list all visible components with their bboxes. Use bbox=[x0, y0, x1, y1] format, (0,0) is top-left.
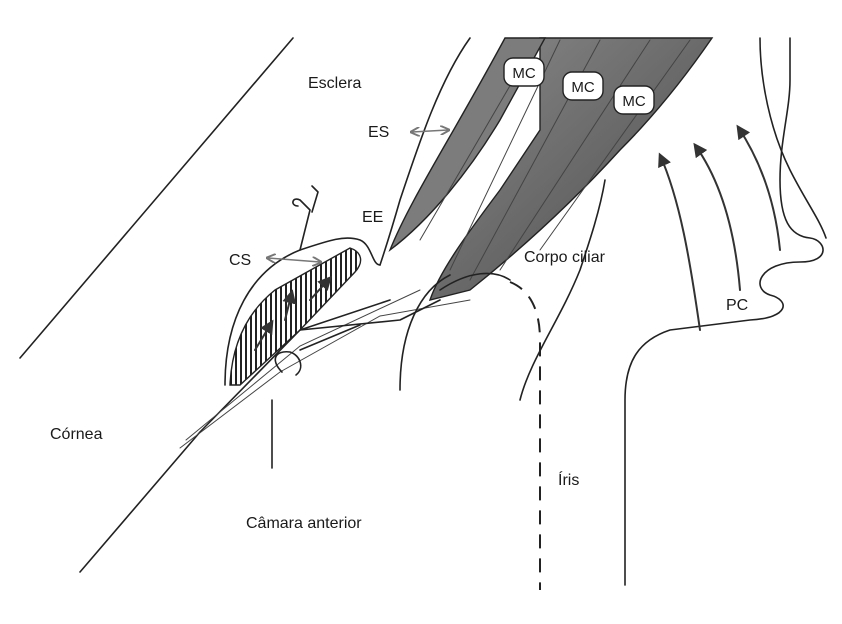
es-arrow bbox=[412, 130, 448, 132]
cs-arrow bbox=[268, 258, 320, 262]
label-corpo-ciliar: Corpo ciliar bbox=[524, 249, 606, 266]
ciliary-muscle-upper bbox=[388, 37, 547, 253]
ciliary-processes bbox=[624, 37, 824, 586]
label-esclera: Esclera bbox=[308, 75, 361, 92]
ciliary-body-outline bbox=[439, 272, 511, 291]
mc-badge-1: MC bbox=[503, 57, 545, 87]
label-cornea: Córnea bbox=[50, 426, 103, 443]
label-iris: Íris bbox=[558, 470, 579, 489]
label-pc: PC bbox=[726, 297, 748, 314]
collector-channel bbox=[224, 237, 381, 386]
label-camara-anterior: Câmara anterior bbox=[246, 515, 362, 532]
mc-badge-2: MC bbox=[562, 71, 604, 101]
label-es: ES bbox=[368, 124, 389, 141]
mc-badge-3: MC bbox=[613, 85, 655, 115]
cornea-outer-line bbox=[19, 37, 294, 359]
sclera-line bbox=[379, 37, 471, 266]
label-ee: EE bbox=[362, 209, 383, 226]
svg-text:MC: MC bbox=[622, 93, 645, 110]
iris-line bbox=[509, 281, 541, 590]
label-cs: CS bbox=[229, 252, 251, 269]
cornea-inner-line-3 bbox=[185, 289, 421, 441]
svg-text:MC: MC bbox=[571, 79, 594, 96]
svg-text:MC: MC bbox=[512, 65, 535, 82]
cornea-inner-line bbox=[79, 299, 391, 573]
